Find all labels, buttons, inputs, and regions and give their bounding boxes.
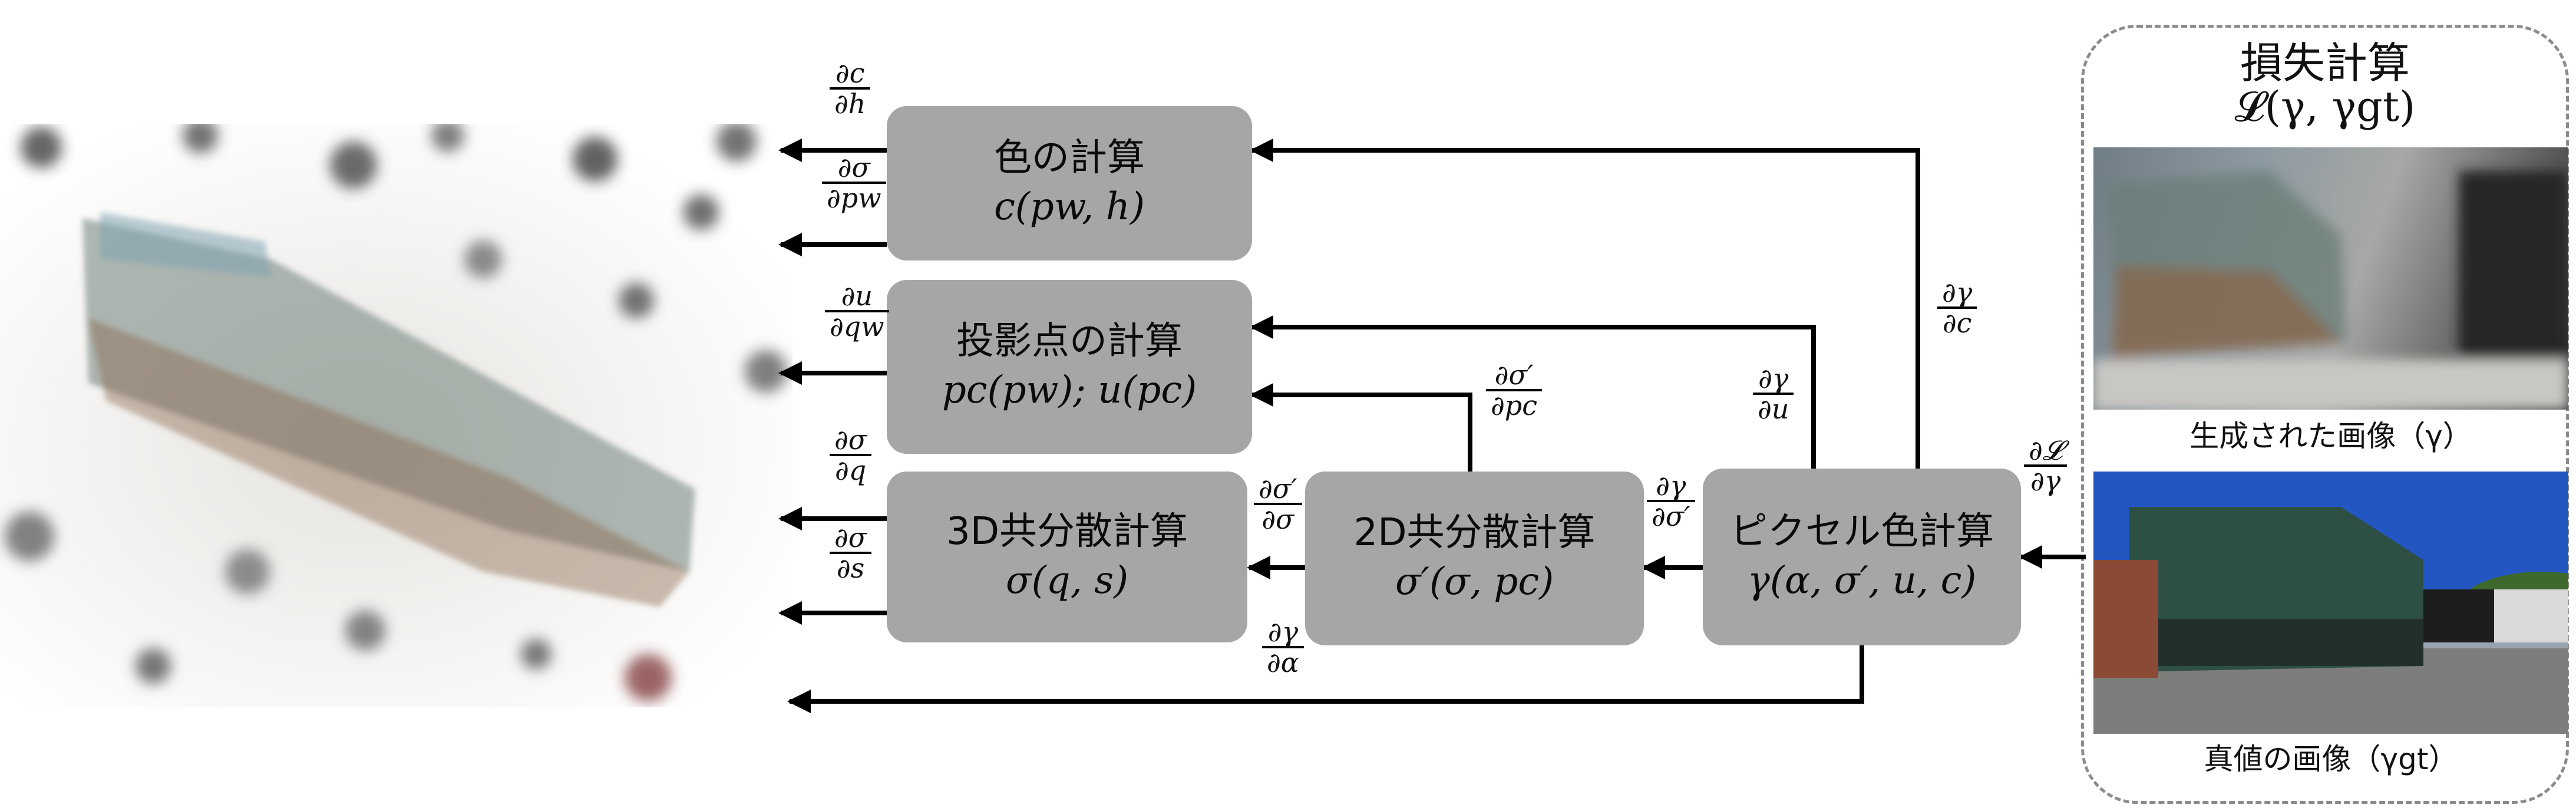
grad-dL-dgamma: ∂𝓛∂γ [2024, 436, 2067, 496]
grad-dsigma-dq: ∂σ∂q [830, 426, 871, 485]
grad-dc-dh: ∂c∂h [830, 59, 870, 118]
grad-dsigmap-dsigma: ∂σ′∂σ [1254, 474, 1302, 534]
grad-dsigmap-dpc: ∂σ′∂pc [1486, 361, 1542, 420]
grad-dsigma-ds: ∂σ∂s [830, 523, 871, 583]
pixel-box-title: ピクセル色計算 [1730, 508, 1994, 555]
color-box-formula: c(pw, h) [994, 182, 1145, 232]
cov2d-box-formula: σ′(σ, pc) [1395, 556, 1554, 607]
grad-dgamma-dsigmap: ∂γ∂σ′ [1647, 472, 1695, 531]
pixel-box-formula: γ(α, σ′, u, c) [1748, 555, 1977, 606]
arrow-pixel-to-color [1252, 150, 1918, 469]
cov2d-computation-box: 2D共分散計算 σ′(σ, pc) [1305, 472, 1644, 645]
arrow-dalpha-to-cloud [790, 645, 1862, 701]
grad-dgamma-dc: ∂γ∂c [1937, 278, 1977, 338]
cov2d-box-title: 2D共分散計算 [1354, 509, 1596, 556]
grad-dsigma-dpw: ∂σ∂pw [822, 153, 886, 213]
color-box-title: 色の計算 [994, 134, 1145, 182]
arrow-cov2d-to-projection [1252, 395, 1470, 474]
grad-du-dqw: ∂u∂qw [825, 282, 889, 341]
cov3d-box-title: 3D共分散計算 [946, 508, 1188, 555]
pixel-color-computation-box: ピクセル色計算 γ(α, σ′, u, c) [1703, 469, 2021, 645]
color-computation-box: 色の計算 c(pw, h) [887, 106, 1252, 261]
grad-dgamma-dalpha: ∂γ∂α [1262, 618, 1304, 677]
grad-dgamma-du: ∂γ∂u [1753, 364, 1794, 424]
cov3d-box-formula: σ(q, s) [1006, 555, 1128, 606]
projection-box-formula: pc(pw); u(pc) [942, 365, 1197, 416]
projection-box-title: 投影点の計算 [956, 318, 1183, 365]
cov3d-computation-box: 3D共分散計算 σ(q, s) [887, 472, 1247, 642]
projection-computation-box: 投影点の計算 pc(pw); u(pc) [887, 280, 1252, 454]
